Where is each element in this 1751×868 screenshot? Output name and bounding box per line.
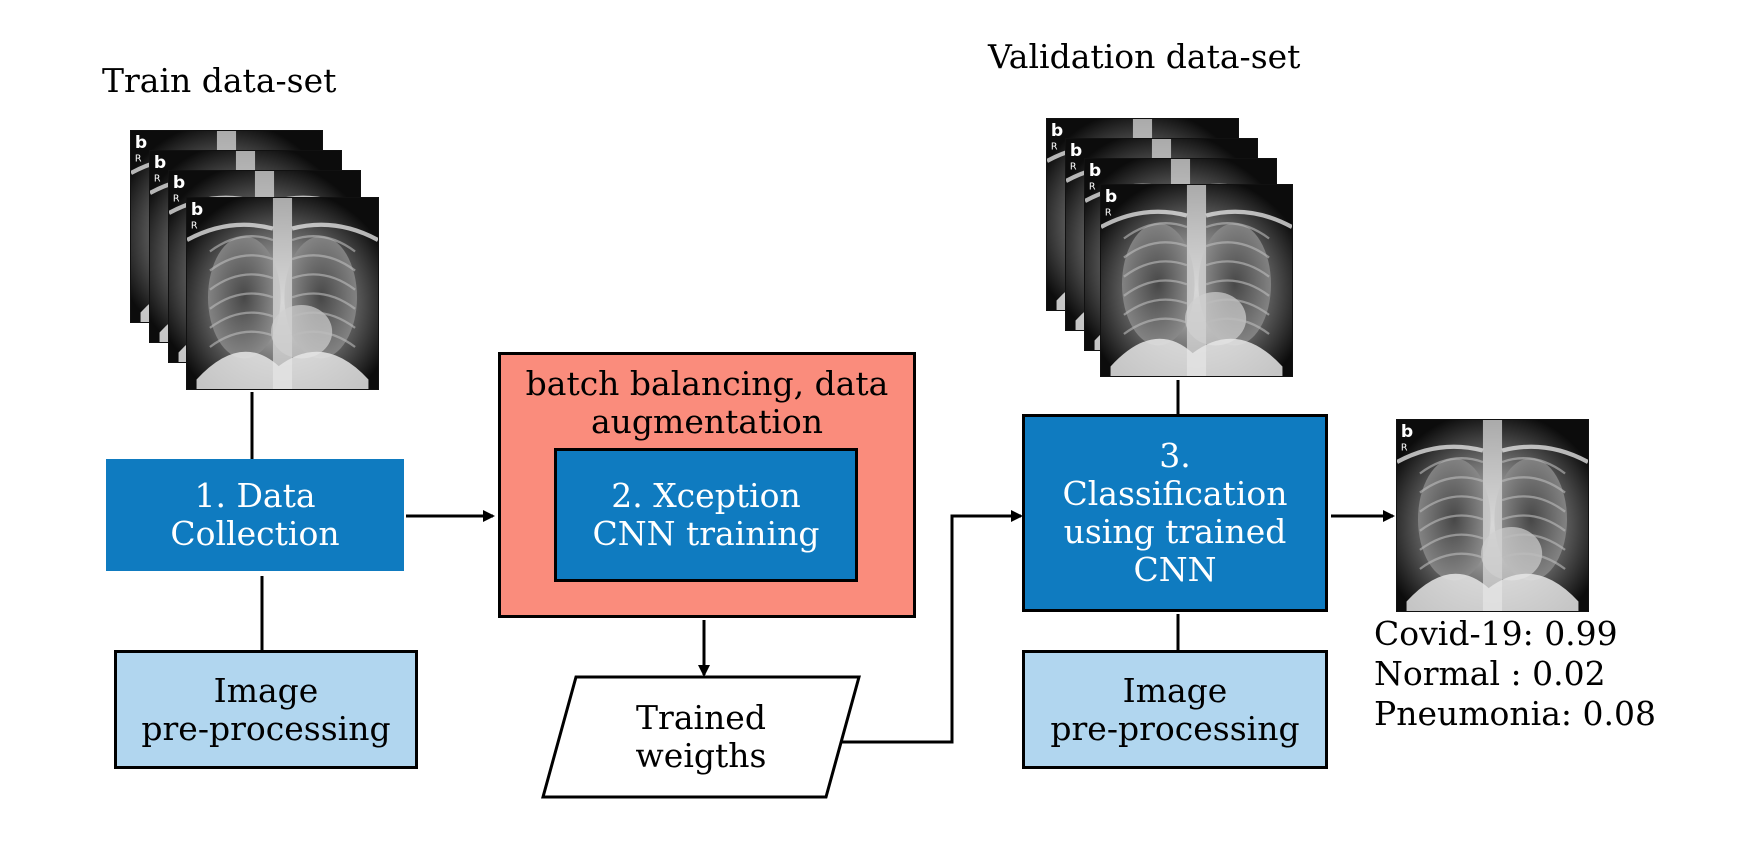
right-preprocessing-line2: pre-processing bbox=[1050, 708, 1300, 748]
right-preprocessing-box: Image pre-processing bbox=[1022, 650, 1328, 769]
xray-marker-side: R bbox=[173, 194, 180, 205]
xray-marker-side: R bbox=[135, 154, 142, 165]
xray-marker-letter: b bbox=[154, 153, 166, 173]
xray-marker-letter: b bbox=[135, 133, 147, 153]
result-normal: Normal : 0.02 bbox=[1374, 654, 1606, 693]
xray-marker-side: R bbox=[1089, 182, 1096, 193]
trained-weights-shape bbox=[541, 675, 861, 799]
trained-weights-line1: Trained bbox=[636, 698, 766, 737]
xray-marker-side: R bbox=[1070, 162, 1077, 173]
batch-balancing-line2: augmentation bbox=[591, 402, 823, 441]
trained-weights-label: Trained weigths bbox=[576, 684, 826, 790]
xception-line2: CNN training bbox=[592, 514, 820, 553]
validation-dataset-label: Validation data-set bbox=[988, 37, 1301, 76]
xray-marker-side: R bbox=[154, 174, 161, 185]
xray-marker-letter: b bbox=[1089, 161, 1101, 181]
xray-marker-letter: b bbox=[1051, 121, 1063, 141]
left-preprocessing-line2: pre-processing bbox=[141, 708, 391, 748]
classification-line4: CNN bbox=[1133, 550, 1217, 589]
classification-line1: 3. bbox=[1159, 436, 1191, 475]
left-preprocessing-box: Image pre-processing bbox=[114, 650, 418, 769]
xray-drawing: bR bbox=[1101, 185, 1292, 376]
xception-training-box: 2. Xception CNN training bbox=[554, 448, 858, 582]
batch-balancing-line1: batch balancing, data bbox=[525, 364, 889, 403]
xray-marker-letter: b bbox=[1401, 422, 1413, 442]
train-dataset-label: Train data-set bbox=[102, 61, 337, 100]
xray-drawing: bR bbox=[1397, 420, 1588, 611]
weights-to-classification-arrow bbox=[838, 510, 1023, 744]
xray-marker-letter: b bbox=[1070, 141, 1082, 161]
xray-marker-side: R bbox=[1401, 443, 1408, 454]
classification-line2: Classification bbox=[1062, 474, 1288, 513]
xray-marker-letter: b bbox=[1105, 187, 1117, 207]
left-preprocessing-line1: Image bbox=[213, 670, 319, 710]
xception-line1: 2. Xception bbox=[611, 476, 801, 515]
classification-results: Covid-19: 0.99 Normal : 0.02 Pneumonia: … bbox=[1374, 614, 1656, 734]
xray-drawing: bR bbox=[187, 198, 378, 389]
result-pneumonia: Pneumonia: 0.08 bbox=[1374, 694, 1656, 733]
result-covid: Covid-19: 0.99 bbox=[1374, 614, 1618, 653]
data-collection-line2: Collection bbox=[170, 514, 340, 553]
xray-marker-side: R bbox=[191, 221, 198, 232]
data-collection-line1: 1. Data bbox=[194, 476, 316, 515]
data-collection-box: 1. Data Collection bbox=[106, 459, 404, 571]
xray-marker-side: R bbox=[1105, 208, 1112, 219]
xray-marker-side: R bbox=[1051, 142, 1058, 153]
classification-box: 3. Classification using trained CNN bbox=[1022, 414, 1328, 612]
xray-marker-letter: b bbox=[191, 200, 203, 220]
trained-weights-line2: weigths bbox=[635, 736, 767, 775]
classification-line3: using trained bbox=[1063, 512, 1287, 551]
right-preprocessing-line1: Image bbox=[1122, 670, 1228, 710]
xray-marker-letter: b bbox=[173, 173, 185, 193]
